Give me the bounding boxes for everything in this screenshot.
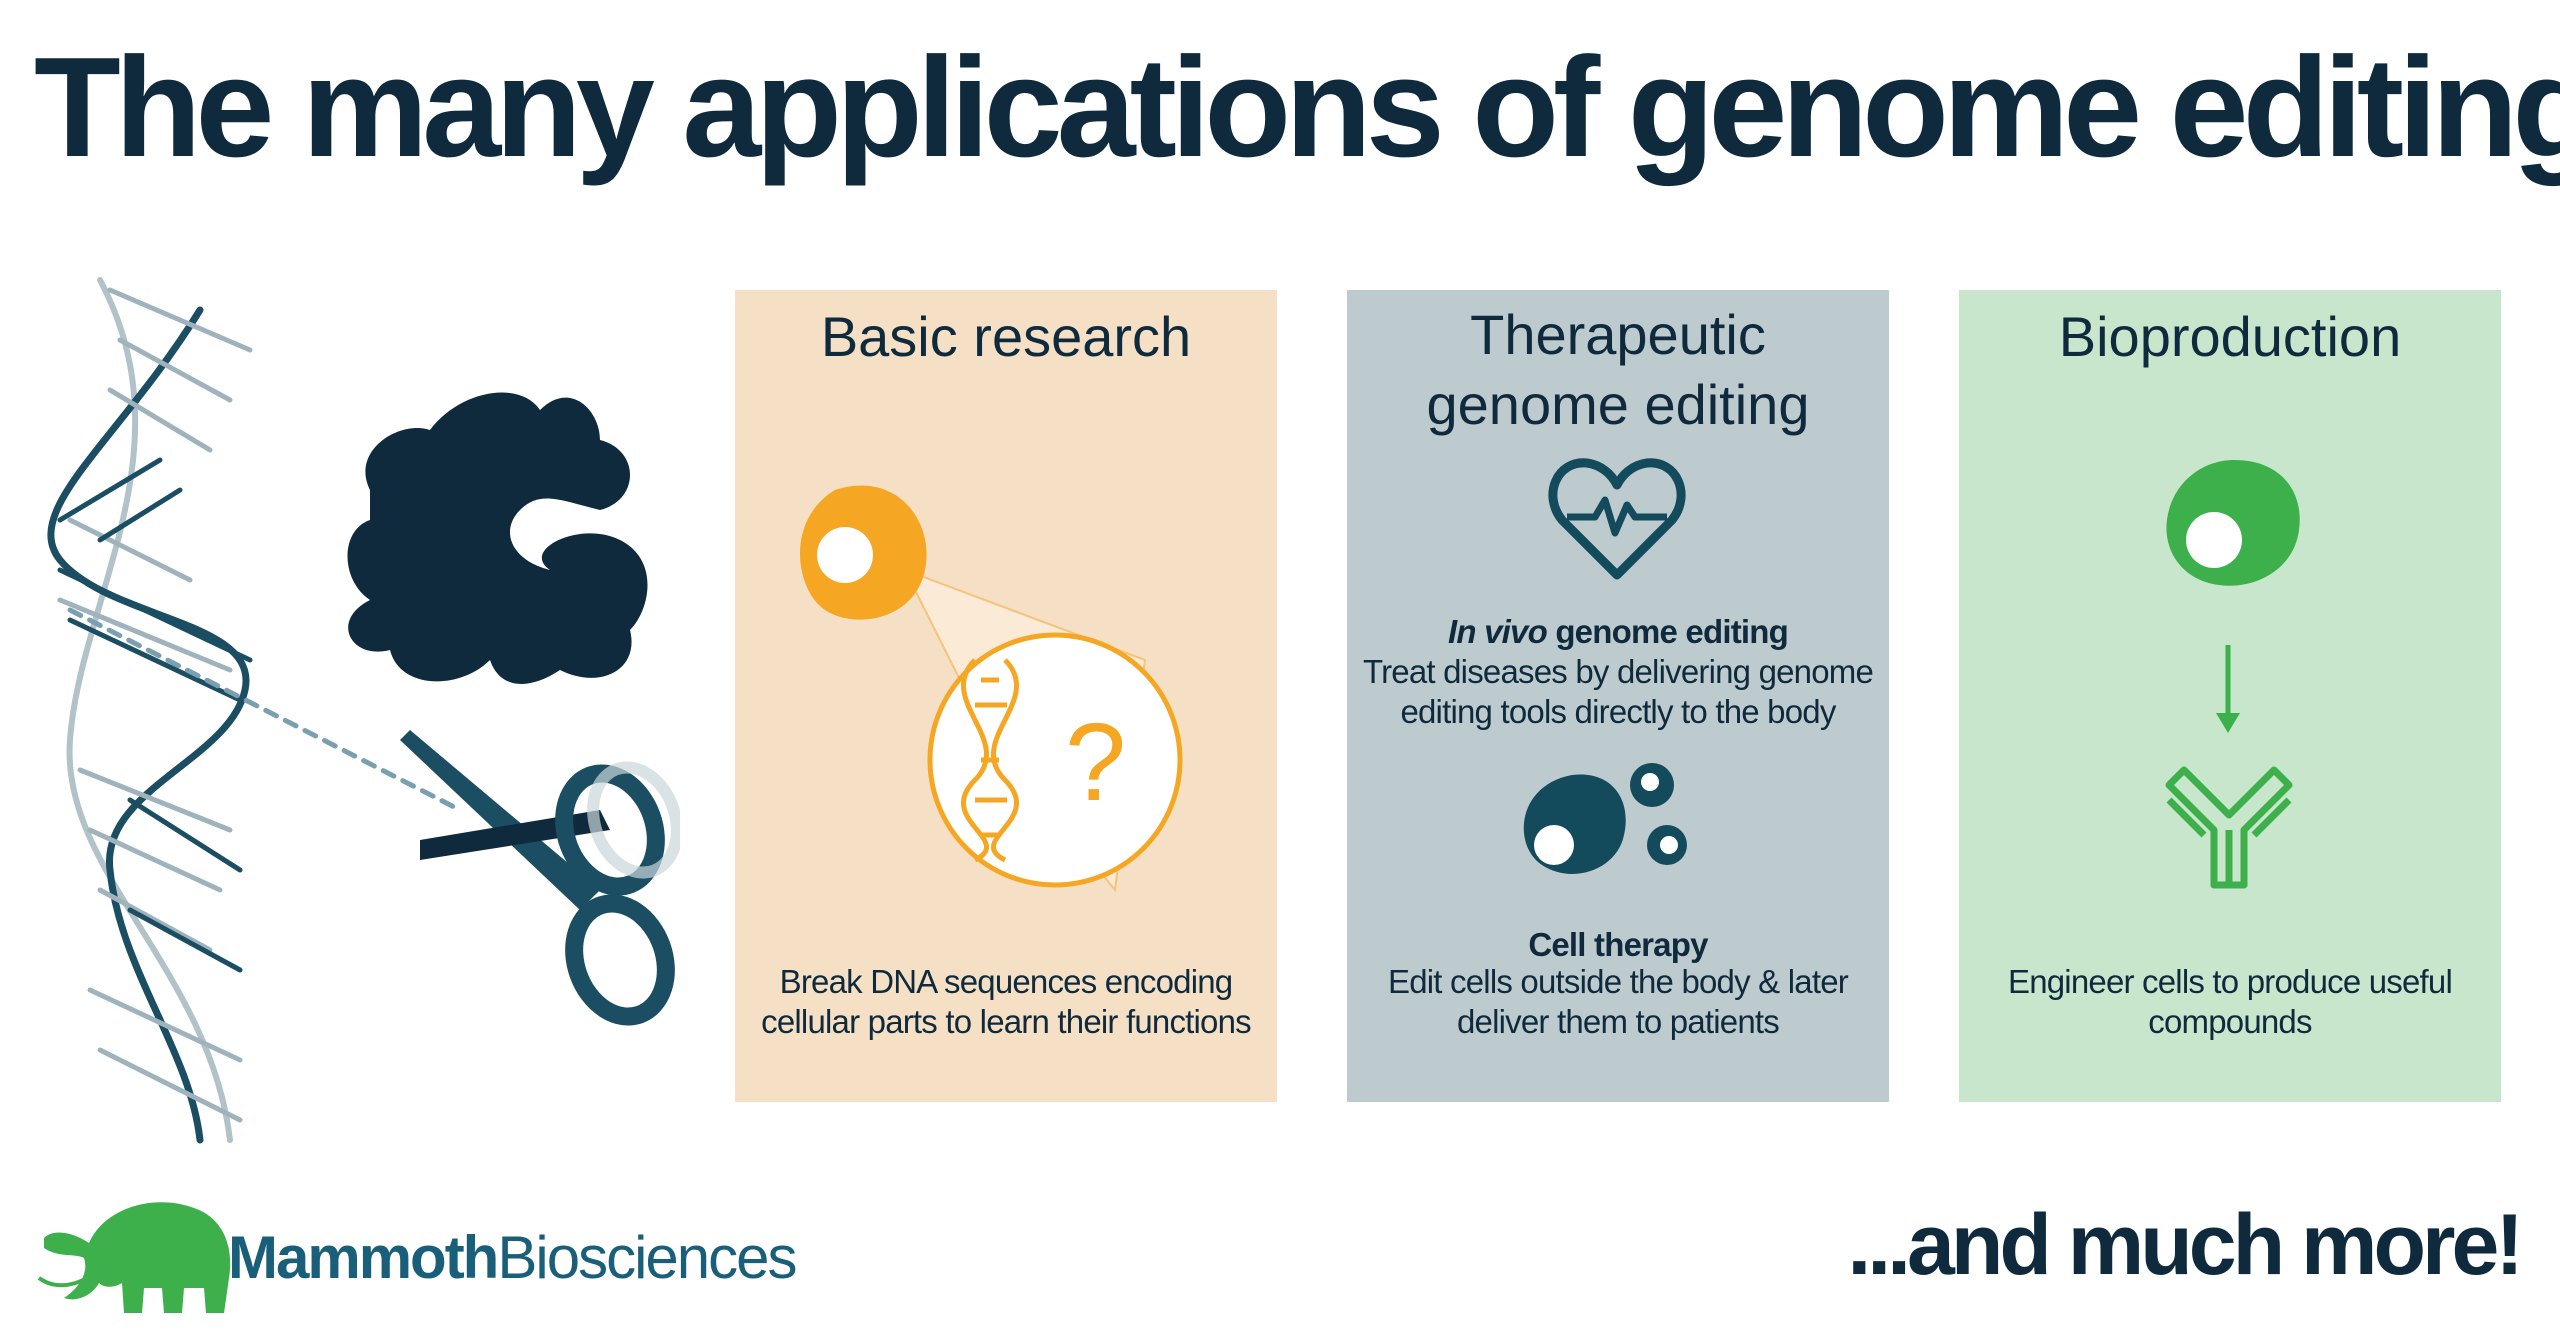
cells-icon [1523,763,1687,874]
panel-therapeutic: Therapeutic genome editing In vivo genom… [1347,290,1889,1102]
panel-title-therapeutic: Therapeutic genome editing [1426,303,1810,436]
caption-cell-therapy: Edit cells outside the body & later deli… [1388,963,1849,1040]
cell-therapy-heading: Cell therapy [1528,926,1708,963]
scissors-icon [400,730,680,1026]
antibody-icon [2165,766,2293,889]
caption-basic: Break DNA sequences encoding cellular pa… [761,963,1252,1040]
protein-icon [347,392,648,684]
page-title: The many applications of genome editing [34,28,2560,187]
cell-magnify-icon: ? [800,485,1183,893]
panel-bioproduction: Bioproduction Engineer cells to produce … [1959,290,2501,1102]
caption-invivo: Treat diseases by delivering genome edit… [1362,653,1874,730]
cell-green-icon [2166,460,2300,586]
dna-helix-icon [47,277,463,1144]
question-mark: ? [1065,701,1126,824]
panel-title-bio: Bioproduction [2058,305,2402,368]
invivo-heading: In vivo genome editing [1448,613,1789,650]
panel-title-basic: Basic research [820,305,1192,368]
heart-pulse-icon [1548,458,1686,580]
caption-bio: Engineer cells to produce useful compoun… [2007,963,2453,1040]
mammoth-icon [37,1202,231,1313]
arrow-down-icon [2216,645,2240,733]
tagline: ...and much more! [1847,1197,2524,1293]
panel-basic-research: Basic research ? Break DNA sequences enc… [735,290,1277,1102]
dna-small-icon [960,658,1020,863]
dna-cas-illustration [47,277,680,1144]
logo-wordmark: MammothBiosciences [228,1224,798,1291]
